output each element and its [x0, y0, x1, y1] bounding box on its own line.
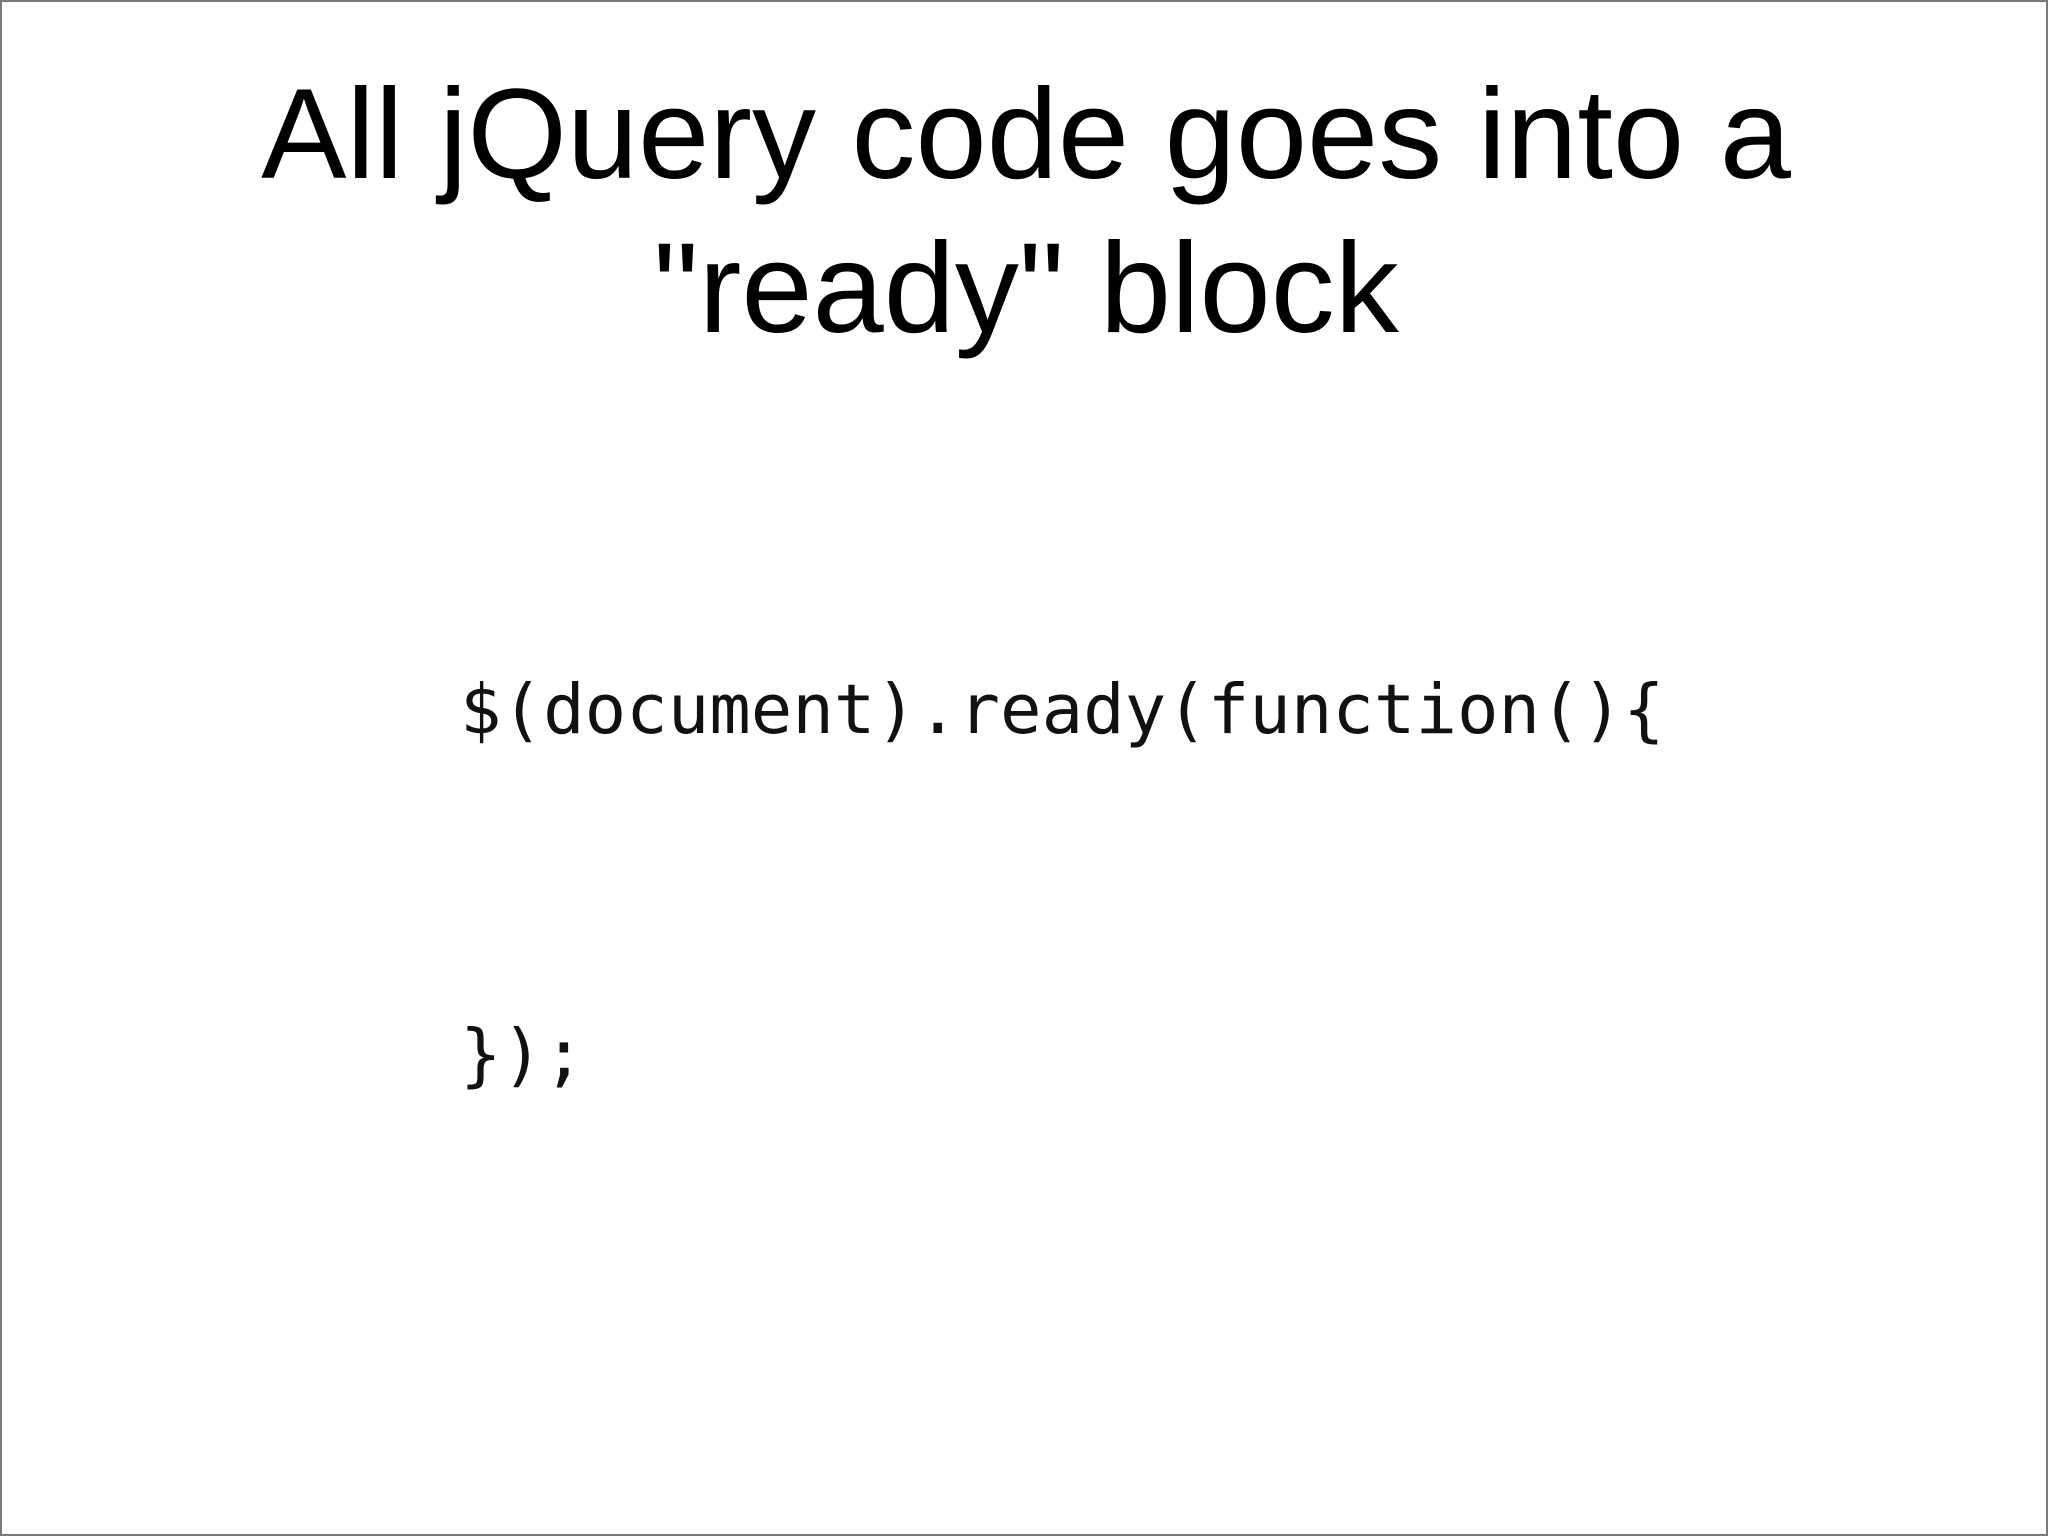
code-line-open: $(document).ready(function(){ [460, 670, 1665, 750]
slide-title-line-1: All jQuery code goes into a [261, 63, 1791, 206]
slide-title-line-2: "ready" block [653, 217, 1399, 360]
slide-title: All jQuery code goes into a "ready" bloc… [2, 58, 2046, 366]
code-line-close: }); [460, 1015, 585, 1095]
code-block: $(document).ready(function(){ }); [460, 670, 1665, 1095]
